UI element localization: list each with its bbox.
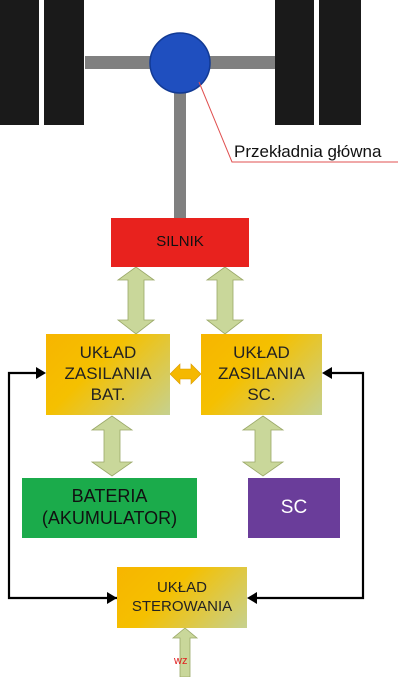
differential-hub — [149, 32, 211, 94]
right-wheel-inner — [275, 0, 314, 125]
control-line-2: STEROWANIA — [131, 597, 233, 615]
control-line-left — [7, 371, 117, 600]
arrowhead-right-supply — [322, 367, 332, 379]
arrowhead-left-supply — [36, 367, 46, 379]
battery-supply-line-2: ZASILANIA — [64, 364, 152, 384]
battery-supply-line-1: UKŁAD — [79, 343, 137, 363]
sc-supply-line-2: ZASILANIA — [218, 364, 305, 384]
sc-label: SC — [280, 497, 308, 519]
control-line-right — [257, 371, 365, 600]
battery-line-2: (AKUMULATOR) — [41, 508, 178, 528]
arrowhead-control-from-left — [107, 592, 117, 604]
rear-axle-right — [203, 56, 275, 69]
battery-line-1: BATERIA — [71, 486, 148, 507]
arrow-batsupply-battery — [90, 415, 134, 477]
wz-input-label: wz — [174, 655, 188, 667]
engine-label: SILNIK — [156, 233, 204, 251]
sc-supply-line-1: UKŁAD — [233, 343, 290, 363]
arrow-wz-control — [171, 627, 199, 677]
battery-supply-line-3: BAT. — [90, 384, 126, 404]
sc-box: SC — [248, 478, 340, 538]
gearbox-label: Przekładnia główna — [234, 142, 382, 161]
sc-supply-box: UKŁAD ZASILANIA SC. — [201, 334, 322, 415]
arrow-scsupply-sc — [241, 415, 285, 477]
drive-shaft — [174, 88, 186, 218]
arrow-engine-scsupply — [205, 266, 245, 335]
battery-supply-box: UKŁAD ZASILANIA BAT. — [46, 334, 170, 415]
left-wheel-inner — [44, 0, 84, 125]
rear-axle-left — [85, 56, 157, 69]
sc-supply-line-3: SC. — [247, 384, 276, 404]
control-line-1: UKŁAD — [156, 579, 207, 597]
arrow-engine-batsupply — [116, 266, 156, 335]
control-box: UKŁAD STEROWANIA — [117, 567, 247, 628]
engine-box: SILNIK — [111, 218, 249, 267]
arrow-supply-exchange — [169, 363, 202, 385]
right-wheel-outer — [319, 0, 361, 125]
callout-line — [198, 81, 398, 163]
battery-box: BATERIA (AKUMULATOR) — [22, 478, 197, 538]
arrowhead-control-from-right — [247, 592, 257, 604]
left-wheel-outer — [0, 0, 39, 125]
